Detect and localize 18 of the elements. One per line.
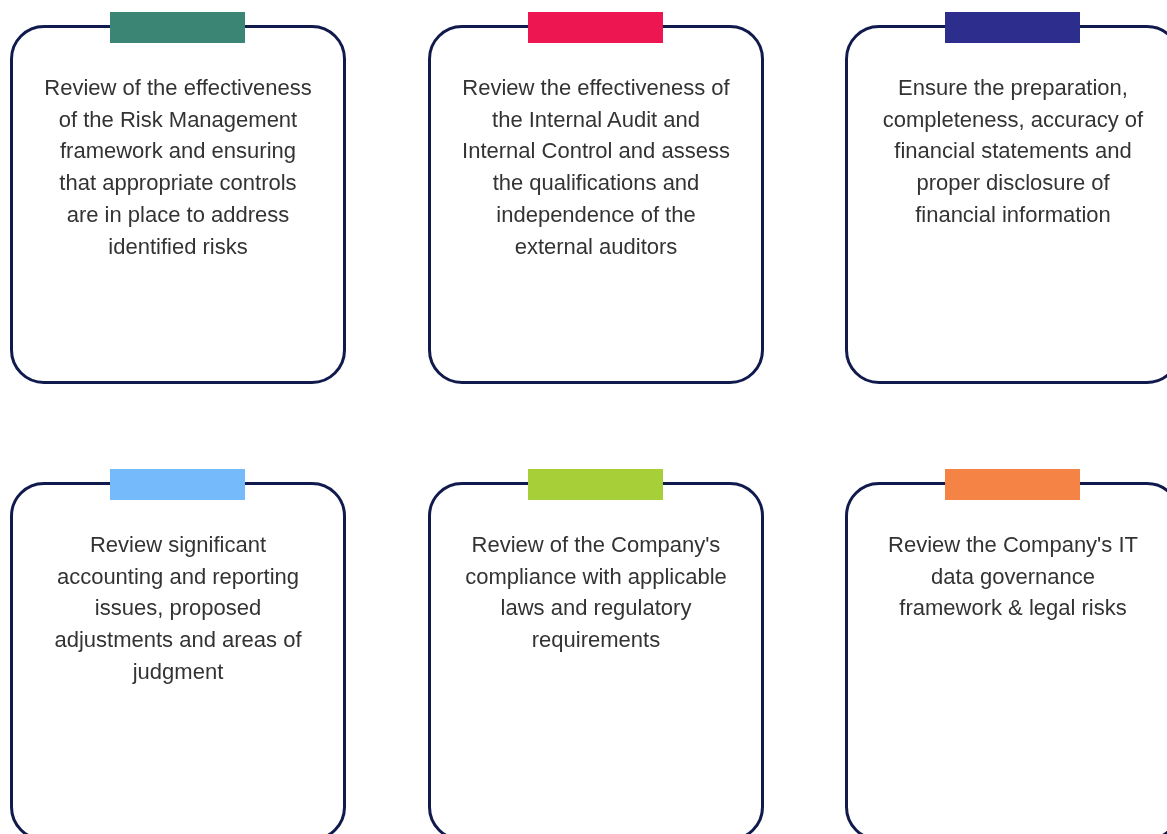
tab-marker [110,469,245,500]
card-text: Review of the Company's compliance with applicable laws and regulatory requirements [464,531,728,655]
card [428,25,764,384]
card-text: Ensure the preparation, completeness, accuracy of financial statements and proper disclosure of financial information [881,74,1145,229]
tab-marker [528,469,663,500]
card [428,482,764,834]
tab-marker [528,12,663,43]
card-text: Review significant accounting and reporting issues, proposed adjustments and areas of judgment [53,531,303,686]
card [10,482,346,834]
card-text: Review the Company's IT data governance framework & legal risks [887,531,1139,623]
card-text: Review of the effectiveness of the Risk Management framework and ensuring that appropriate controls are in place to address identified risks [43,74,313,261]
card [10,25,346,384]
card [845,25,1167,384]
tab-marker [110,12,245,43]
tab-marker [945,469,1080,500]
tab-marker [945,12,1080,43]
card-text: Review the effectiveness of the Internal Audit and Internal Control and assess the qualifications and independence of the external auditors [461,74,731,261]
card [845,482,1167,834]
